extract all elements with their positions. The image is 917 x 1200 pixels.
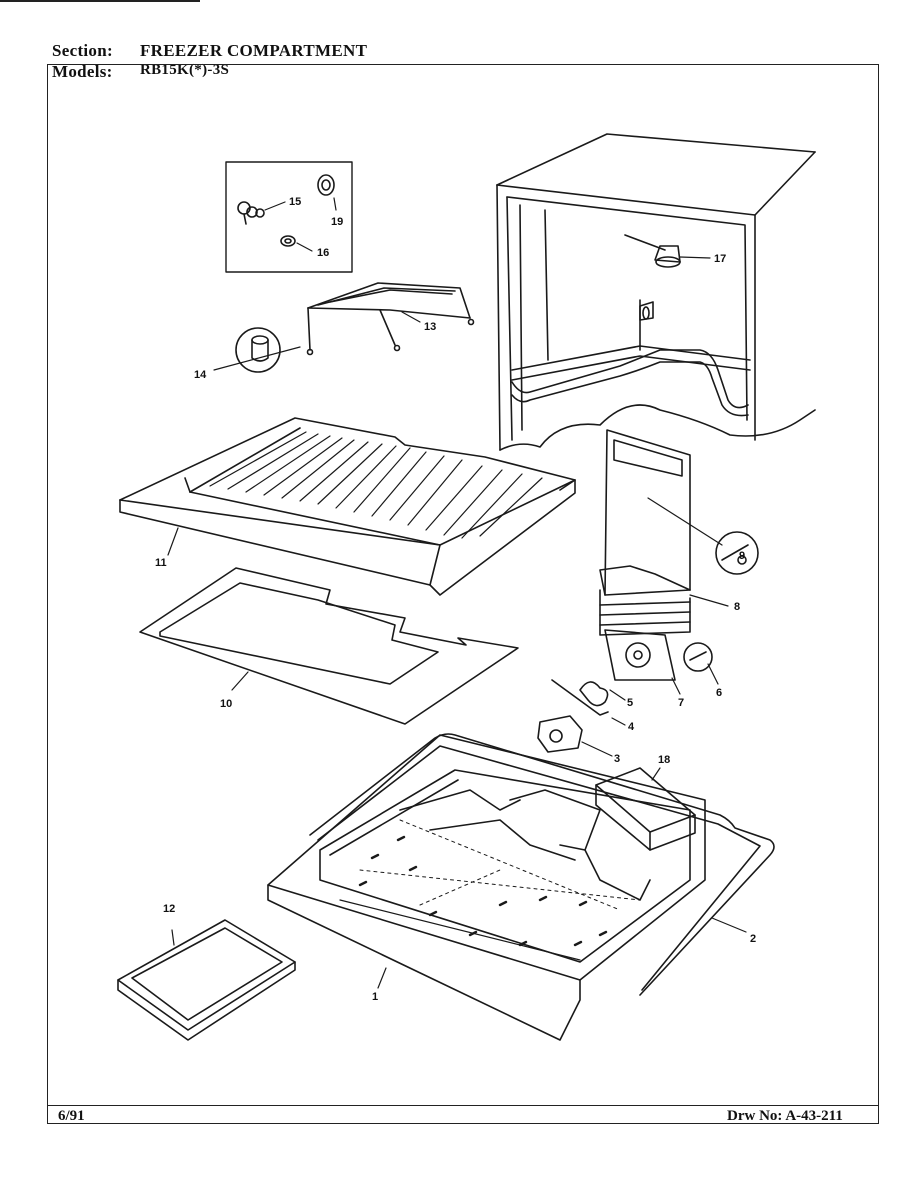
callout-15: 15 (289, 196, 301, 208)
leader-lines (167, 197, 747, 989)
part-14-roller (235, 327, 281, 373)
callout-2: 2 (750, 933, 756, 945)
part-7-plate (604, 629, 676, 681)
callout-5: 5 (627, 697, 633, 709)
part-10-panel (139, 567, 519, 725)
drawing-frame (47, 64, 879, 1124)
callout-1: 1 (372, 991, 378, 1003)
footer-date: 6/91 (58, 1108, 85, 1124)
cabinet-outline (496, 133, 816, 451)
callout-14: 14 (194, 369, 207, 381)
callout-7: 7 (678, 697, 684, 709)
part-6-grommet (683, 642, 713, 672)
part-8-duct (599, 429, 691, 636)
models-label: Models: (52, 62, 113, 81)
part-3-fan-motor (537, 715, 583, 753)
callout-labels: 15 19 16 17 13 14 11 10 9 8 7 6 5 4 3 18… (155, 196, 756, 1003)
footer-rule (47, 1105, 879, 1106)
callout-9: 9 (739, 550, 745, 562)
section-label: Section: (52, 41, 113, 60)
part-5-fan-blade (551, 679, 609, 716)
part-9-screw (715, 531, 759, 575)
part-12-ice-tray (117, 919, 296, 1041)
callout-4: 4 (628, 721, 635, 733)
callout-12: 12 (163, 903, 175, 915)
part-2-gasket (309, 733, 775, 996)
callout-16: 16 (317, 247, 329, 259)
callout-18: 18 (658, 754, 670, 766)
part-18-cover (595, 767, 696, 851)
callout-19: 19 (331, 216, 343, 228)
footer-drawing-number: Drw No: A-43-211 (727, 1108, 843, 1124)
callout-10: 10 (220, 698, 232, 710)
callout-6: 6 (716, 687, 722, 699)
part-1-freezer-tray (267, 734, 706, 1041)
callout-8: 8 (734, 601, 740, 613)
callout-11: 11 (155, 557, 167, 569)
models-value: RB15K(*)-3S (140, 62, 230, 78)
part-13-rail (306, 282, 475, 356)
callout-3: 3 (614, 753, 620, 765)
small-parts-inset (225, 161, 353, 273)
callout-17: 17 (714, 253, 726, 265)
section-value: FREEZER COMPARTMENT (140, 41, 368, 60)
callout-13: 13 (424, 321, 436, 333)
top-rule (0, 0, 200, 2)
part-11-wire-shelf (119, 417, 576, 596)
